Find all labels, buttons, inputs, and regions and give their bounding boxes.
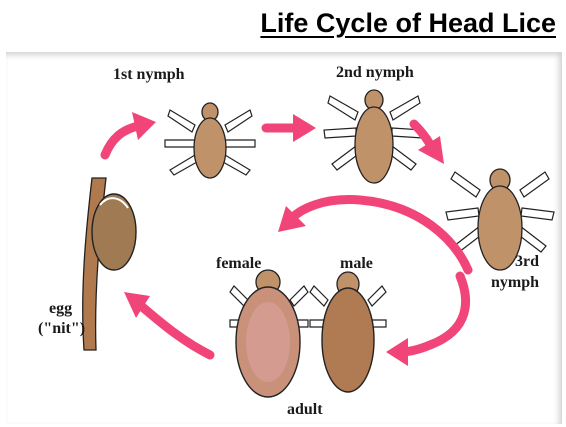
female-louse-illustration — [230, 270, 308, 397]
label-nit: ("nit") — [38, 321, 85, 337]
label-male: male — [340, 256, 373, 272]
arrow-nymph3-to-adult — [400, 276, 466, 352]
first-nymph-illustration — [165, 103, 255, 178]
arrow-egg-to-nymph1 — [105, 126, 138, 155]
label-3rd: 3rd — [515, 254, 539, 270]
label-2nd-nymph: 2nd nymph — [336, 65, 414, 81]
egg-illustration — [83, 178, 136, 350]
label-nymph: nymph — [491, 275, 539, 291]
arrow-cycle-return — [292, 200, 468, 270]
label-1st-nymph: 1st nymph — [113, 67, 185, 83]
label-adult: adult — [287, 402, 323, 418]
arrow-adult-to-egg — [140, 305, 210, 355]
second-nymph-illustration — [324, 90, 424, 183]
label-egg: egg — [49, 301, 72, 317]
label-female: female — [216, 256, 261, 272]
male-louse-illustration — [310, 272, 386, 392]
